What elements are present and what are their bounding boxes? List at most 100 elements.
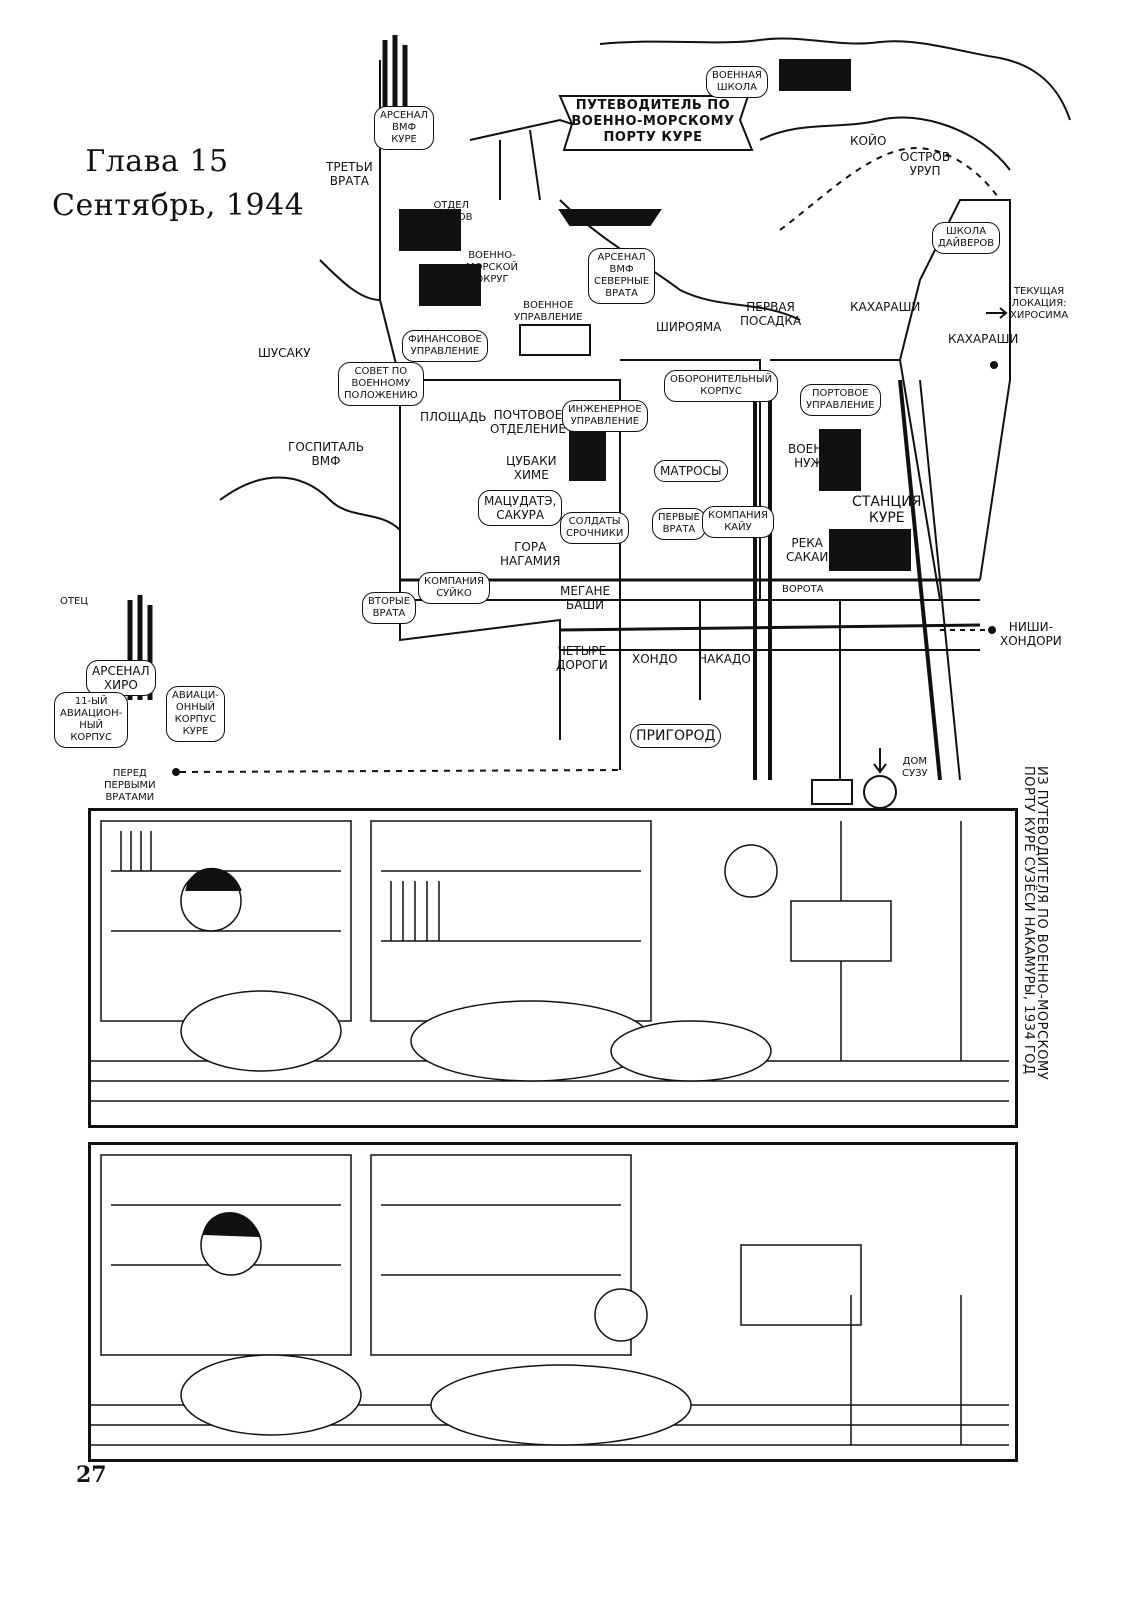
map-label-line: КОМПАНИЯ — [708, 510, 768, 521]
label-nishi: НИШИ-ХОНДОРИ — [1000, 620, 1062, 648]
map-label-line: НАКАДО — [698, 652, 751, 666]
label-shusaku: ШУСАКУ — [258, 346, 311, 360]
map-label-line: ЧЕТЫРЕ — [557, 644, 607, 658]
dot-before-gate — [172, 768, 180, 776]
map-label-line: ГОРА — [514, 540, 547, 554]
district-west-edge — [379, 60, 561, 740]
label-kaharashi-top: КАХАРАШИ — [850, 300, 920, 314]
map-label-line: ВОЕННЫЕ — [788, 442, 850, 456]
map-label-line: ВОЕННО- — [468, 250, 516, 261]
suzu-face — [863, 775, 897, 809]
map-label-line: ВРАТА — [662, 524, 696, 535]
ship — [558, 209, 662, 226]
map-label-line: ВМФ — [609, 264, 634, 275]
map-label-line: СТАНЦИЯ — [852, 494, 922, 510]
map-label-line: МАТРОСЫ — [660, 464, 722, 478]
east-edge — [899, 199, 1011, 581]
map-label-line: РЕКА — [791, 536, 823, 550]
map-label-line: КАЙУ — [724, 522, 752, 533]
map-label-line: ВОЕННАЯ — [712, 70, 762, 81]
map-label-line: УПРАВЛЕНИЕ — [514, 312, 583, 323]
map-label-line: АВИАЦИОН- — [60, 708, 123, 719]
map-label-line: ПОРТОВОЕ — [812, 388, 869, 399]
map-label-line: ХОНДО — [632, 652, 678, 666]
bookshelf-left — [100, 1154, 352, 1356]
girl-hair — [202, 1212, 260, 1238]
suzu-house-drawing — [811, 779, 853, 805]
cushion-girl — [180, 990, 342, 1072]
chapter-title: Глава 15 — [85, 144, 229, 179]
map-title-line: ПОРТУ КУРЕ — [603, 130, 703, 145]
map-label-line: 11-ЫЙ — [74, 696, 108, 707]
map-label-line: ПОЧТОВОЕ — [493, 408, 563, 422]
map-label-line: ВОЕННОЕ — [523, 300, 574, 311]
map-label-line: ДАЙВЕРОВ — [938, 238, 995, 249]
map-label-line: КОЙО — [850, 134, 887, 148]
map-label-line: САКАИ — [786, 550, 829, 564]
hill-hospital — [219, 476, 401, 531]
map-label-line: СОВЕТ ПО — [354, 366, 408, 377]
map-label-line: ВМФ — [391, 122, 417, 133]
arrow-suzu-house — [873, 748, 887, 774]
coastline-north — [599, 37, 1071, 121]
map-label-line: СУЗУ — [902, 768, 928, 779]
map-label-line: КАДРОВ — [430, 212, 473, 223]
map-label-line: НИШИ- — [1008, 620, 1053, 634]
map-title-line: ВОЕННО-МОРСКОМУ — [571, 114, 735, 129]
dot-nishi — [988, 626, 996, 634]
map-label-line: БАШИ — [565, 598, 605, 612]
girl-hair — [185, 867, 242, 892]
map-label-line: АРСЕНАЛ — [380, 110, 429, 121]
dot-kaharashi — [990, 361, 998, 369]
map-label-line: КАХАРАШИ — [850, 300, 921, 314]
map-label-line: ОТДЕЛЕНИЕ — [490, 422, 566, 436]
map-label-line: ВМФ — [311, 454, 341, 468]
map-label-line: ДОМ — [902, 756, 927, 767]
label-nakado: НАКАДО — [698, 652, 751, 666]
map-label-line: НАГАМИЯ — [500, 554, 561, 568]
map-label-line: ОКРУГ — [475, 274, 509, 285]
map-label-line: ВРАТА — [372, 608, 406, 619]
map-label-line: ХИРОСИМА — [1010, 310, 1069, 321]
cushion-boy — [430, 1364, 692, 1446]
map-label-line: ТРЕТЬИ — [326, 160, 373, 174]
map-label-line: ТЕКУЩАЯ — [1013, 286, 1065, 297]
map-label-line: ОБОРОНИТЕЛЬНЫЙ — [670, 374, 773, 385]
map-label-line: САКУРА — [496, 508, 545, 522]
map-label-line: УРУП — [909, 164, 941, 178]
building-needs — [819, 429, 861, 491]
label-matsudate: МАЦУДАТЭ,САКУРА — [478, 490, 563, 526]
coastline-east — [759, 116, 1011, 171]
map-label-line: ОТЕЦ — [60, 596, 89, 607]
map-label-line: КОРПУС — [700, 386, 742, 397]
building-personnel — [399, 209, 461, 251]
hill-west — [319, 259, 381, 301]
window-frame — [850, 1295, 962, 1445]
map-label-line: ГОСПИТАЛЬ — [288, 440, 364, 454]
map-label-line: НУЖДЫ — [794, 456, 844, 470]
map-label-line: УПРАВЛЕНИЕ — [410, 346, 480, 357]
map-label-line: ЦУБАКИ — [506, 454, 557, 468]
label-koyo: КОЙО — [850, 134, 886, 148]
map-label-line: СОЛДАТЫ — [568, 516, 621, 527]
route-koyo — [779, 147, 1001, 231]
caption-line: ПОРТУ КУРЕ СУЗЁСИ НАКАМУРЫ, 1934 ГОД — [1021, 766, 1036, 1075]
map-label-line: АРСЕНАЛ — [92, 664, 150, 678]
